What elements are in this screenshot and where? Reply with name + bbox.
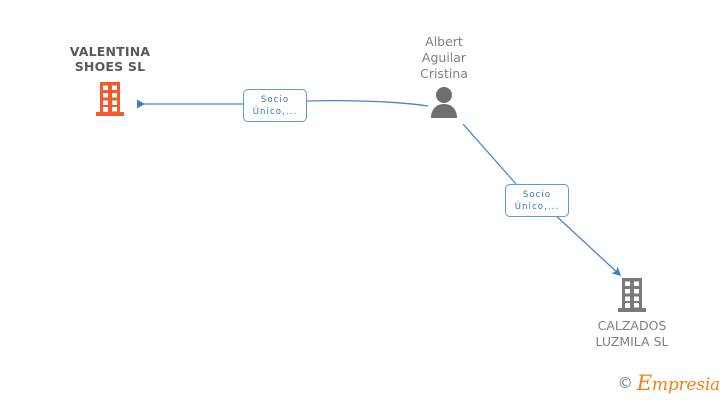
copyright-icon: ©: [617, 374, 633, 392]
edge-label-socio-unico-valentina[interactable]: Socio Único,...: [243, 89, 307, 122]
building-icon: [618, 278, 646, 312]
node-person-albert-aguilar-cristina[interactable]: Albert Aguilar Cristina: [396, 34, 492, 118]
person-icon-wrap: [396, 86, 492, 118]
building-icon-wrap-valentina: [50, 82, 170, 116]
node-company-valentina-shoes[interactable]: VALENTINA SHOES SL: [50, 44, 170, 116]
building-icon: [96, 82, 124, 116]
edge-person-to-valentina-right-segment: [306, 100, 429, 107]
node-label-calzados-luzmila: CALZADOS LUZMILA SL: [595, 318, 669, 349]
node-label-valentina-shoes: VALENTINA SHOES SL: [69, 44, 151, 74]
brand-initial: E: [636, 371, 652, 395]
node-company-calzados-luzmila[interactable]: CALZADOS LUZMILA SL: [572, 278, 692, 350]
node-label-albert-aguilar-cristina: Albert Aguilar Cristina: [420, 34, 468, 81]
edge-label-socio-unico-calzados[interactable]: Socio Único,...: [505, 184, 569, 217]
edge-person-to-calzados-upper-segment: [462, 123, 517, 185]
watermark-empresia: © Empresia: [618, 373, 720, 394]
brand-rest: mpresia: [651, 375, 720, 395]
edge-person-to-calzados-lower-segment: [552, 212, 622, 277]
person-icon: [431, 87, 457, 118]
brand-wordmark: Empresia: [637, 373, 720, 394]
building-icon-wrap-calzados: [572, 278, 692, 312]
